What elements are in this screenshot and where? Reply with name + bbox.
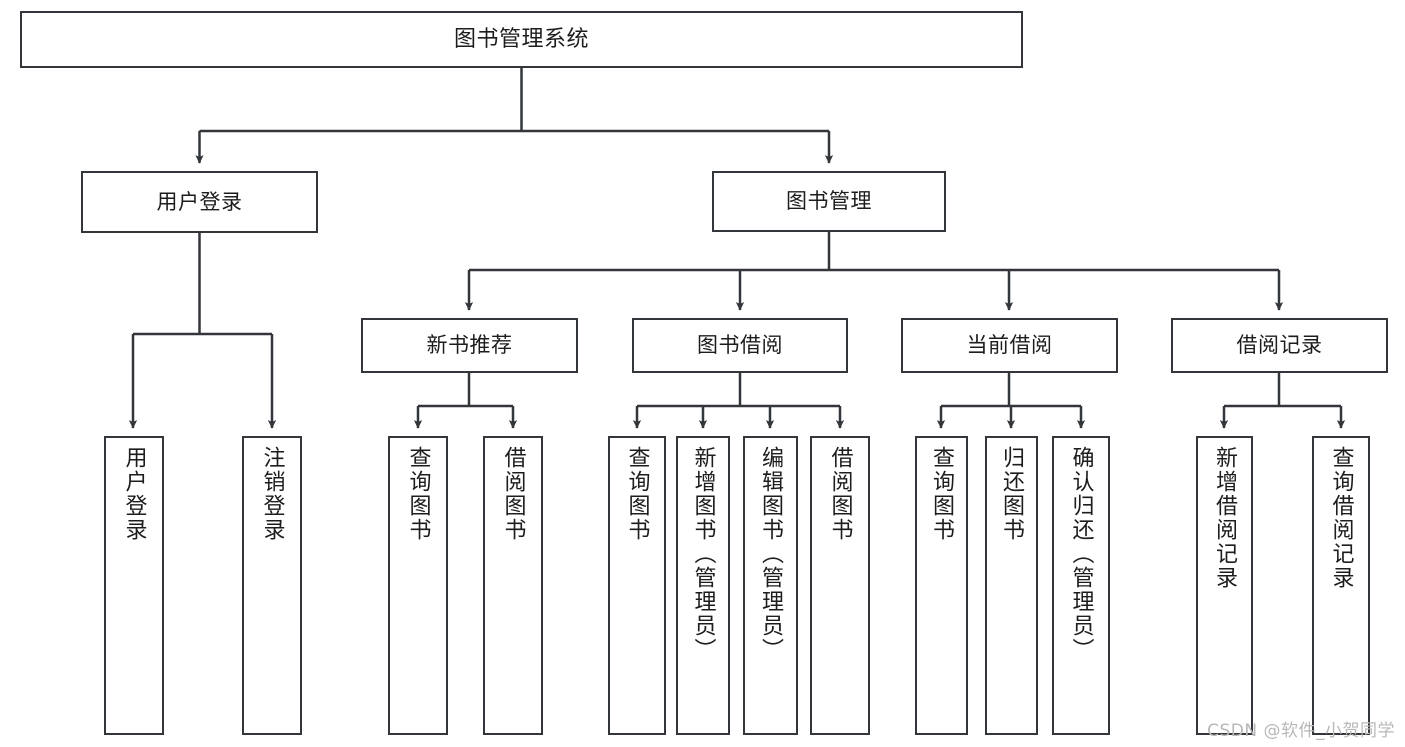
node-leaf-query-book-bor-label: 查询图书	[624, 446, 650, 542]
node-root-label: 图书管理系统	[453, 26, 589, 52]
node-leaf-confirm-return-label: 确认归还（管理员）	[1068, 446, 1094, 662]
node-leaf-query-book-cur-label: 查询图书	[929, 446, 955, 542]
node-leaf-add-book-admin-label: 新增图书（管理员）	[690, 446, 716, 662]
node-book-borrow[interactable]: 图书借阅	[632, 318, 848, 373]
node-book-borrow-label: 图书借阅	[697, 333, 783, 358]
node-leaf-borrow-book-bor[interactable]: 借阅图书	[810, 436, 870, 735]
csdn-watermark: CSDN @软件_小贺同学	[1207, 721, 1395, 741]
node-book-manage[interactable]: 图书管理	[712, 171, 946, 232]
node-leaf-edit-book-admin-label: 编辑图书（管理员）	[758, 446, 784, 662]
node-leaf-borrow-book-rec[interactable]: 借阅图书	[483, 436, 543, 735]
node-new-book-recommend-label: 新书推荐	[426, 333, 513, 358]
node-book-manage-label: 图书管理	[786, 189, 872, 214]
node-leaf-edit-book-admin[interactable]: 编辑图书（管理员）	[743, 436, 798, 735]
node-leaf-return-book-label: 归还图书	[999, 446, 1025, 542]
node-borrow-record[interactable]: 借阅记录	[1171, 318, 1388, 373]
node-current-borrow[interactable]: 当前借阅	[901, 318, 1118, 373]
node-leaf-user-login-label: 用户登录	[121, 446, 147, 542]
node-leaf-add-borrow-rec[interactable]: 新增借阅记录	[1196, 436, 1253, 735]
node-leaf-add-borrow-rec-label: 新增借阅记录	[1212, 446, 1238, 590]
node-leaf-query-borrow-rec-label: 查询借阅记录	[1328, 446, 1354, 590]
node-leaf-user-login[interactable]: 用户登录	[104, 436, 164, 735]
node-root[interactable]: 图书管理系统	[20, 11, 1023, 68]
node-leaf-borrow-book-bor-label: 借阅图书	[827, 446, 853, 542]
node-borrow-record-label: 借阅记录	[1236, 333, 1323, 358]
node-current-borrow-label: 当前借阅	[966, 333, 1053, 358]
node-leaf-query-book-cur[interactable]: 查询图书	[915, 436, 968, 735]
node-leaf-confirm-return[interactable]: 确认归还（管理员）	[1052, 436, 1110, 735]
node-leaf-return-book[interactable]: 归还图书	[985, 436, 1038, 735]
node-leaf-query-borrow-rec[interactable]: 查询借阅记录	[1312, 436, 1370, 735]
node-leaf-borrow-book-rec-label: 借阅图书	[500, 446, 526, 542]
node-new-book-recommend[interactable]: 新书推荐	[361, 318, 578, 373]
node-leaf-add-book-admin[interactable]: 新增图书（管理员）	[676, 436, 730, 735]
node-user-login[interactable]: 用户登录	[81, 171, 318, 233]
node-leaf-logout-login[interactable]: 注销登录	[242, 436, 302, 735]
node-user-login-label: 用户登录	[156, 189, 243, 214]
node-leaf-logout-login-label: 注销登录	[259, 446, 285, 542]
node-leaf-query-book-bor[interactable]: 查询图书	[608, 436, 666, 735]
node-leaf-query-book-rec[interactable]: 查询图书	[388, 436, 448, 735]
node-leaf-query-book-rec-label: 查询图书	[405, 446, 431, 542]
